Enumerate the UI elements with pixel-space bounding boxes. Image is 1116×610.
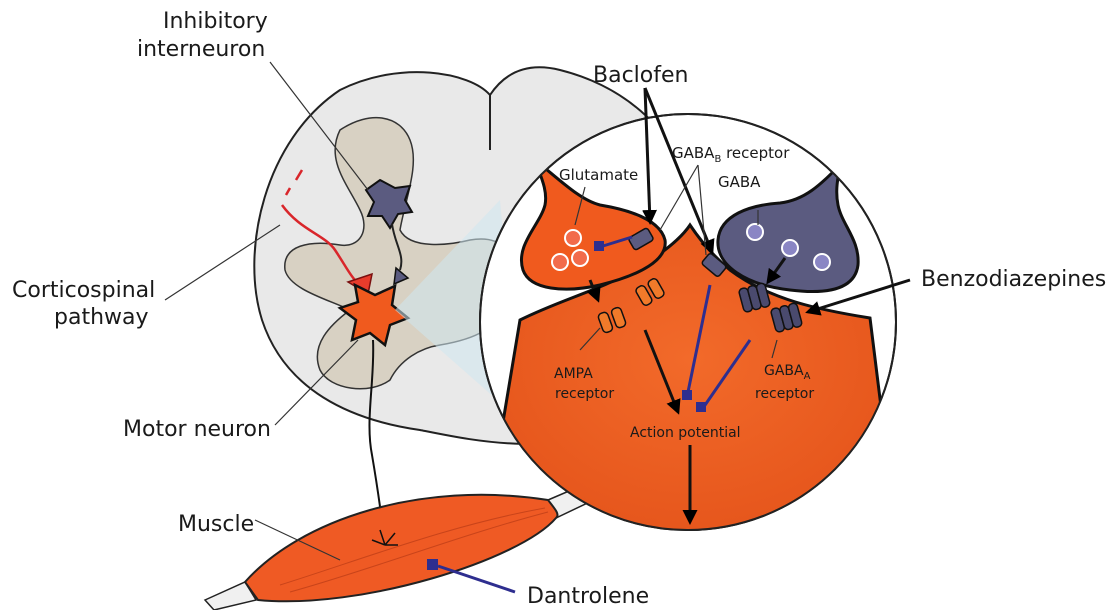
label-ampa-1: AMPA — [554, 366, 593, 382]
label-glutamate: Glutamate — [559, 166, 638, 184]
label-gabab-suffix: receptor — [721, 144, 790, 162]
label-gabab-receptor: GABAB receptor — [672, 144, 790, 165]
synapse-zoom-circle — [480, 114, 900, 560]
muscle-belly — [245, 495, 558, 601]
label-corticospinal-2: pathway — [54, 305, 149, 330]
label-muscle: Muscle — [178, 512, 254, 537]
label-gabaa-receptor-2: receptor — [755, 386, 814, 402]
label-gaba: GABA — [718, 173, 761, 191]
label-inhibitory-interneuron-1: Inhibitory — [163, 9, 268, 34]
label-gabaa-prefix: GABA — [764, 363, 804, 379]
label-ampa-2: receptor — [555, 386, 614, 402]
label-motor-neuron: Motor neuron — [123, 417, 271, 442]
label-inhibitory-interneuron-2: interneuron — [137, 37, 265, 62]
label-gabaa-sub: A — [804, 371, 811, 382]
label-dantrolene: Dantrolene — [527, 584, 649, 609]
label-benzodiazepines: Benzodiazepines — [921, 267, 1106, 292]
label-baclofen: Baclofen — [593, 63, 688, 88]
label-corticospinal-1: Corticospinal — [12, 278, 155, 303]
label-action-potential: Action potential — [630, 425, 741, 441]
label-gabab-prefix: GABA — [672, 144, 715, 162]
